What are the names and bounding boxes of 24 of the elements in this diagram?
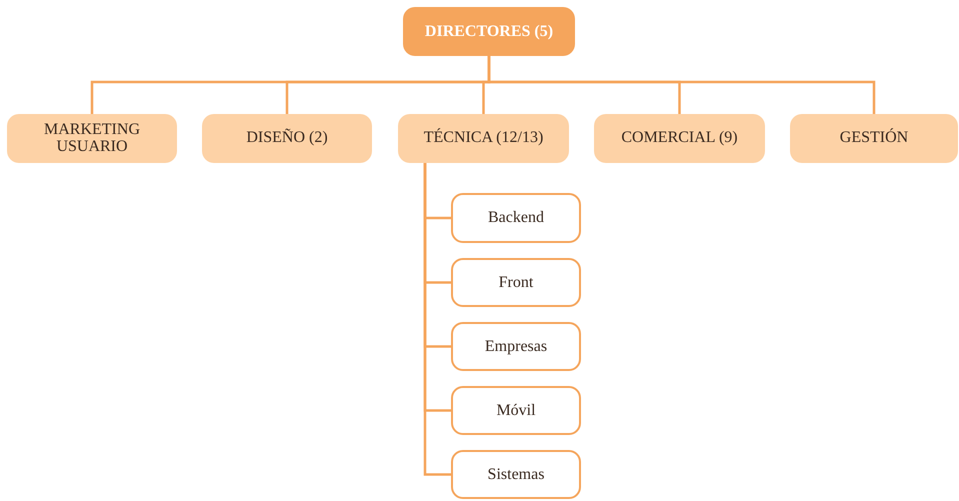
department-box: [594, 114, 765, 163]
connector-line: [424, 163, 451, 476]
node-label: Móvil: [496, 402, 536, 420]
department-box: [7, 114, 177, 163]
department-box: [790, 114, 958, 163]
node-label: MARKETING USUARIO: [43, 122, 141, 156]
team-box: [451, 386, 581, 435]
department-box: [398, 114, 569, 163]
connector-line: [488, 56, 876, 114]
node-label: Backend: [488, 209, 544, 227]
node-label: Sistemas: [488, 466, 544, 484]
department-box: [202, 114, 372, 163]
director-box: [403, 7, 575, 56]
node-label: DISEÑO (2): [246, 130, 328, 147]
team-box: [451, 450, 581, 499]
node-label: Empresas: [484, 338, 548, 356]
node-label: TÉCNICA (12/13): [424, 130, 544, 147]
node-label: GESTIÓN: [840, 130, 908, 147]
node-label: Front: [498, 274, 534, 292]
team-box: [451, 193, 581, 243]
team-box: [451, 258, 581, 307]
node-label: COMERCIAL (9): [621, 130, 738, 147]
team-box: [451, 322, 581, 371]
node-label: DIRECTORES (5): [424, 22, 554, 40]
